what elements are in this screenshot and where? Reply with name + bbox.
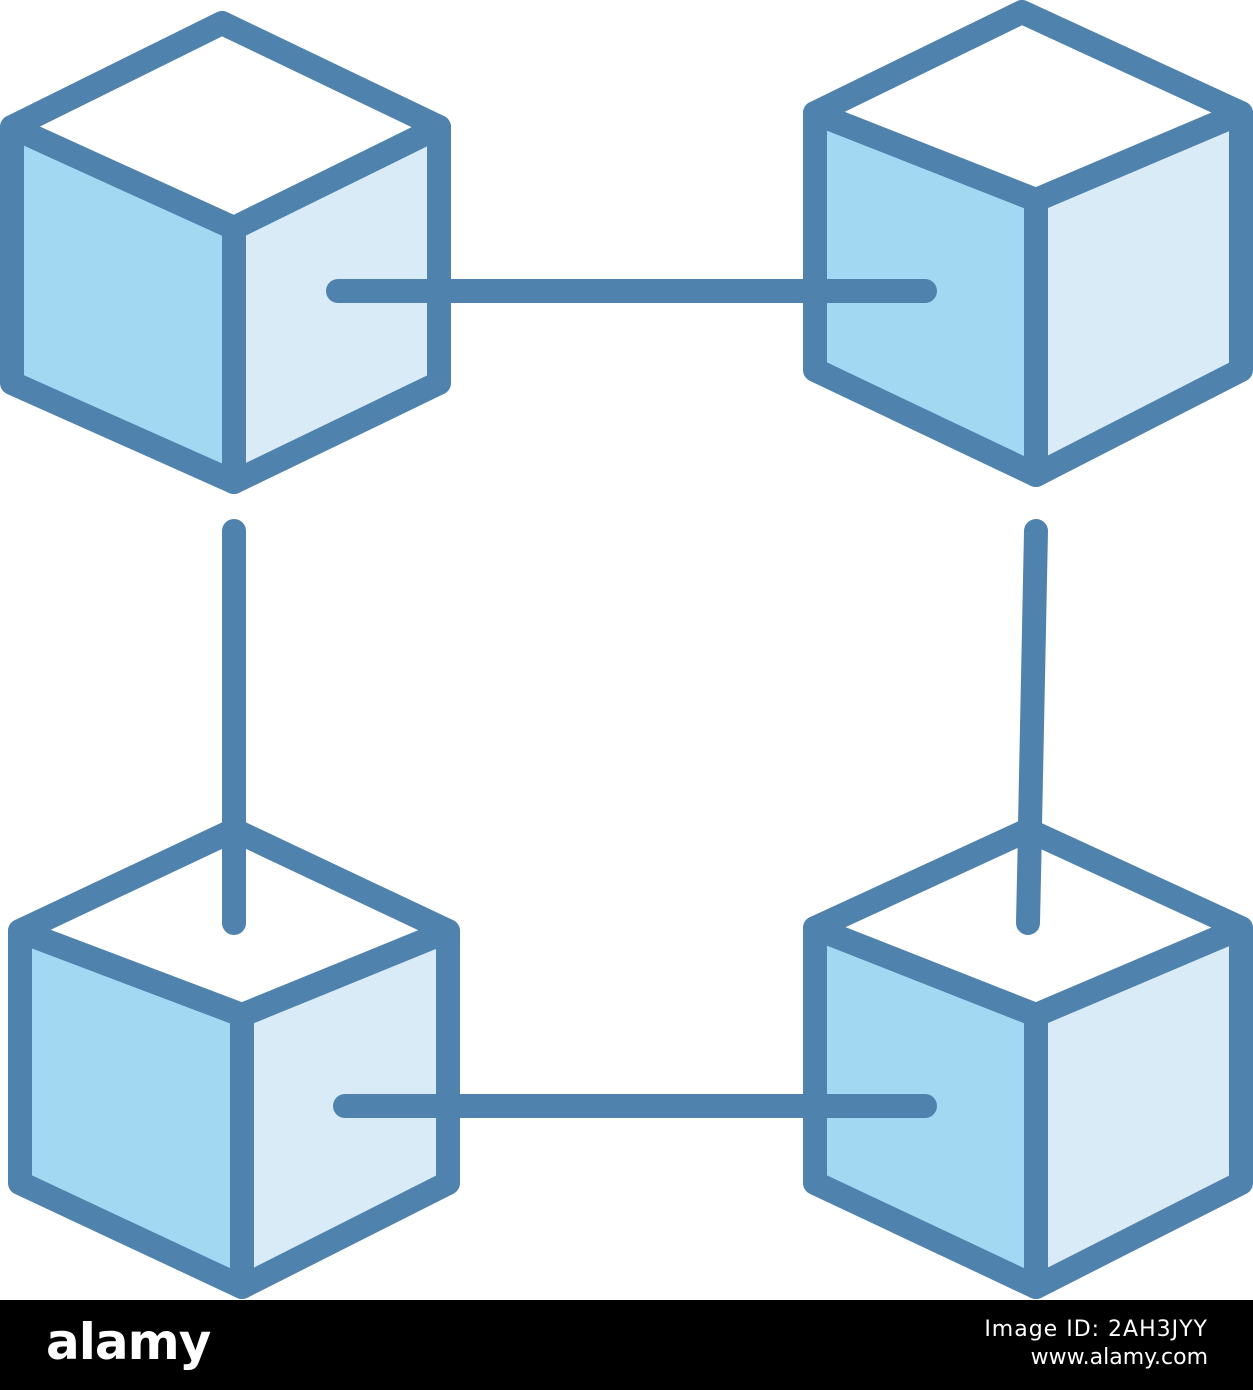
illustration-area	[0, 0, 1253, 1299]
link-right-end-icon	[1016, 818, 1042, 935]
blockchain-network-icon	[0, 0, 1253, 1299]
cube-top-left-icon	[0, 11, 451, 494]
image-meta: Image ID: 2AH3JYY www.alamy.com	[984, 1316, 1208, 1372]
alamy-logo: alamy	[46, 1313, 211, 1371]
cube-top-right-icon	[803, 0, 1253, 487]
site-url-label: www.alamy.com	[1030, 1345, 1208, 1370]
image-id-label: Image ID: 2AH3JYY	[984, 1317, 1208, 1342]
watermark-footer: alamy Image ID: 2AH3JYY www.alamy.com	[0, 1300, 1253, 1390]
